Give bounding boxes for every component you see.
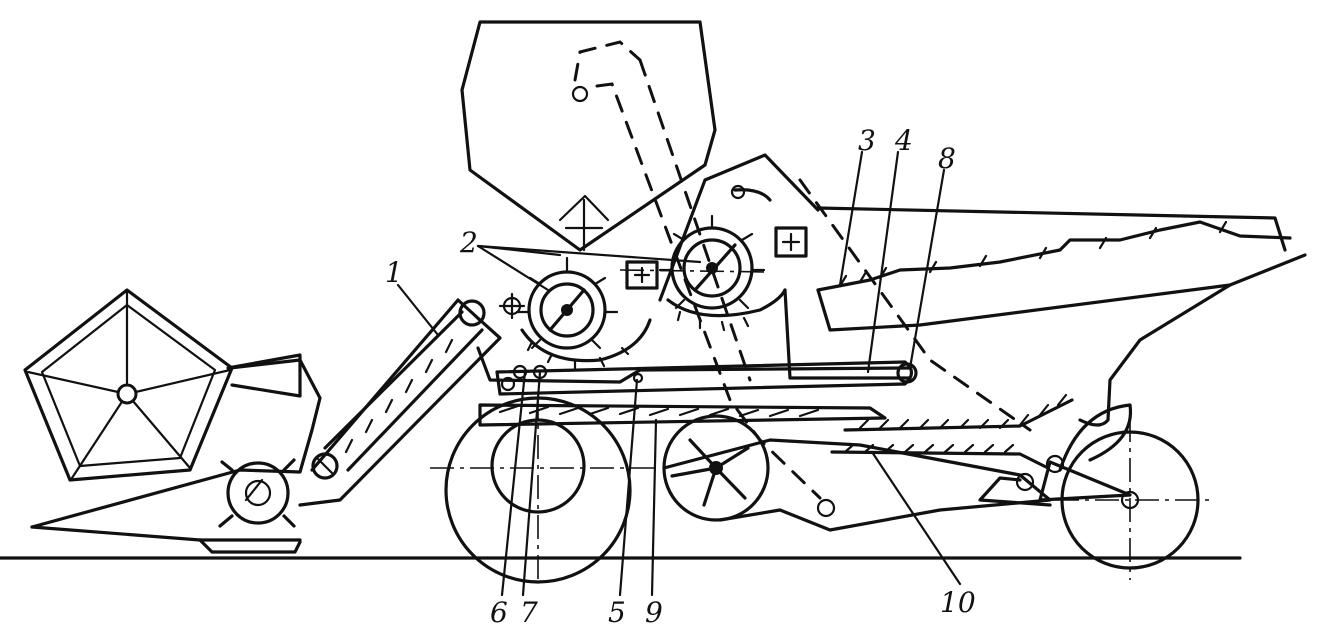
label-10: 10 [940,586,976,619]
label-9: 9 [645,596,663,629]
grain-pan [478,403,887,427]
grain-tank [460,20,717,252]
label-3: 3 [858,124,876,157]
body-frame [476,153,1287,384]
leader-lines [396,150,962,597]
label-7: 7 [520,596,538,629]
front-drive-wheel [430,395,660,584]
auger [218,458,296,528]
lower-sieve [830,443,1050,470]
reel [23,288,234,482]
cleaning-fan [662,414,1052,532]
beater-box-1 [625,260,659,290]
label-2: 2 [459,226,478,259]
beater-box-2 [774,226,808,258]
rear-steer-wheel [978,403,1215,580]
upper-sieve [843,393,1074,432]
grain-elevator [573,40,1032,500]
label-4: 4 [894,124,913,157]
concave [520,288,787,370]
feeder-conveyor [298,292,526,507]
label-1: 1 [385,256,403,289]
threshing-drum-1 [515,256,619,350]
label-5: 5 [608,596,626,629]
label-6: 6 [490,596,508,629]
drum-axis-line [619,269,771,273]
label-8: 8 [938,142,956,175]
straw-walker [816,220,1307,427]
